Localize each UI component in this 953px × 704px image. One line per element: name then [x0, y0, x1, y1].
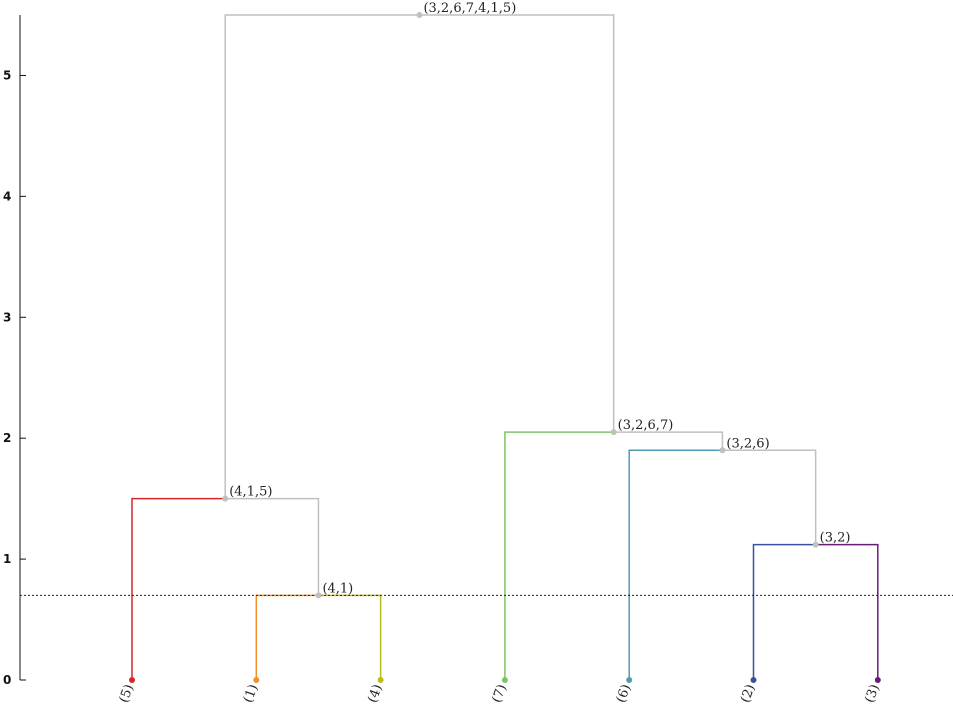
link-(3,2,6,7,4,1,5)-left: [224, 14, 420, 499]
dendrogram-nodes: (4,1) (4,1,5) (3,2) (3,2,6) (3,2,6,7) (3,2,6,…: [117, 1, 883, 704]
leaf-label-(4): (4): [365, 682, 385, 704]
leaf-label-(3): (3): [862, 682, 882, 704]
dendrogram-links: [131, 14, 879, 680]
leaf-(2): [750, 677, 757, 683]
node-label-(4,1,5): (4,1,5): [229, 485, 272, 500]
leaf-label-(6): (6): [614, 682, 634, 704]
y-tick-label-3: 3: [3, 310, 11, 324]
node-(3,2,6): [719, 447, 726, 454]
leaf-(7): [501, 677, 508, 683]
leaf-label-(5): (5): [117, 682, 137, 704]
link-(3,2,6)-left: [628, 449, 723, 680]
node-(3,2): [812, 541, 819, 548]
y-tick-label-2: 2: [3, 431, 11, 445]
y-tick-label-4: 4: [3, 189, 11, 203]
link-(3,2,6,7)-left: [504, 431, 614, 680]
node-label-(4,1): (4,1): [322, 581, 353, 596]
link-(3,2,6)-right: [722, 449, 817, 545]
node-label-(3,2,6): (3,2,6): [726, 436, 769, 451]
node-label-(3,2): (3,2): [820, 531, 851, 546]
y-tick-label-0: 0: [3, 673, 11, 687]
leaf-label-(7): (7): [490, 682, 510, 704]
node-(3,2,6,7,4,1,5): [416, 12, 423, 18]
link-(4,1)-left: [255, 594, 319, 680]
node-label-(3,2,6,7,4,1,5): (3,2,6,7,4,1,5): [423, 1, 516, 16]
leaf-label-(2): (2): [738, 682, 758, 704]
y-tick-label-5: 5: [3, 68, 11, 82]
leaf-(4): [377, 677, 384, 683]
leaf-(6): [626, 677, 633, 683]
link-(4,1,5)-left: [131, 497, 226, 680]
link-(4,1,5)-right: [225, 497, 320, 596]
link-(3,2)-right: [815, 543, 879, 680]
node-(4,1): [315, 592, 322, 599]
leaf-(5): [129, 677, 135, 683]
link-(3,2,6,7)-right: [613, 431, 724, 451]
link-(3,2)-left: [752, 543, 816, 680]
node-(4,1,5): [222, 495, 229, 502]
leaf-label-(1): (1): [241, 682, 261, 704]
node-(3,2,6,7): [610, 429, 617, 436]
node-label-(3,2,6,7): (3,2,6,7): [618, 418, 674, 433]
link-(3,2,6,7,4,1,5)-right: [419, 14, 615, 433]
y-tick-label-1: 1: [3, 552, 11, 566]
leaf-(3): [874, 677, 881, 683]
y-axis: 0 1 2 3 4 5: [3, 15, 26, 687]
leaf-(1): [253, 677, 260, 683]
link-(4,1)-right: [318, 594, 382, 680]
